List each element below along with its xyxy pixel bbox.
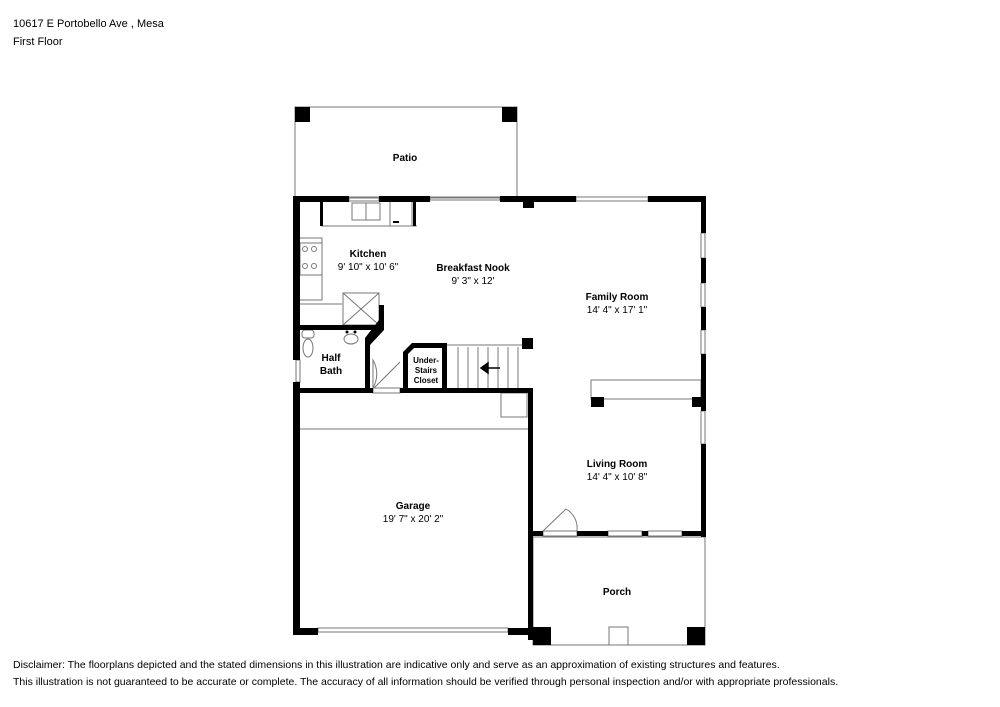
room-name: Kitchen: [349, 249, 387, 260]
room-name-line1: Half: [321, 353, 341, 364]
room-name: Family Room: [585, 292, 649, 303]
room-name: Breakfast Nook: [436, 263, 510, 274]
room-breakfast-nook: Breakfast Nook 9' 3" x 12': [436, 262, 509, 288]
room-kitchen: Kitchen 9' 10" x 10' 6": [338, 248, 398, 274]
room-name-line2: Stairs: [414, 366, 438, 375]
room-garage: Garage 19' 7" x 20' 2": [383, 500, 443, 526]
room-dimensions: 14' 4" x 10' 8": [586, 472, 648, 483]
left-arrow-icon: [479, 361, 500, 375]
disclaimer-line-2: This illustration is not guaranteed to b…: [13, 676, 839, 688]
room-name-line3: Closet: [413, 376, 439, 385]
room-porch: Porch: [603, 586, 631, 599]
room-name: Living Room: [586, 459, 648, 470]
header: 10617 E Portobello Ave , Mesa First Floo…: [13, 15, 164, 51]
room-name: Garage: [395, 501, 431, 512]
room-name-line1: Under-: [413, 356, 439, 365]
room-name-line2: Bath: [319, 366, 343, 377]
room-patio: Patio: [393, 152, 417, 165]
room-dimensions: 9' 10" x 10' 6": [337, 262, 399, 273]
room-family-room: Family Room 14' 4" x 17' 1": [586, 291, 649, 317]
room-dimensions: 19' 7" x 20' 2": [382, 514, 444, 525]
room-under-stairs-closet: Under- Stairs Closet: [413, 356, 439, 386]
room-living-room: Living Room 14' 4" x 10' 8": [587, 458, 648, 484]
room-dimensions: 9' 3" x 12': [451, 276, 495, 287]
room-name: Patio: [392, 153, 418, 164]
disclaimer-line-1: Disclaimer: The floorplans depicted and …: [13, 659, 780, 671]
address: 10617 E Portobello Ave , Mesa: [13, 18, 164, 30]
floor-label: First Floor: [13, 36, 63, 48]
room-dimensions: 14' 4" x 17' 1": [586, 305, 648, 316]
room-half-bath: Half Bath: [320, 352, 342, 378]
room-name: Porch: [602, 587, 632, 598]
disclaimer: Disclaimer: The floorplans depicted and …: [13, 657, 838, 691]
